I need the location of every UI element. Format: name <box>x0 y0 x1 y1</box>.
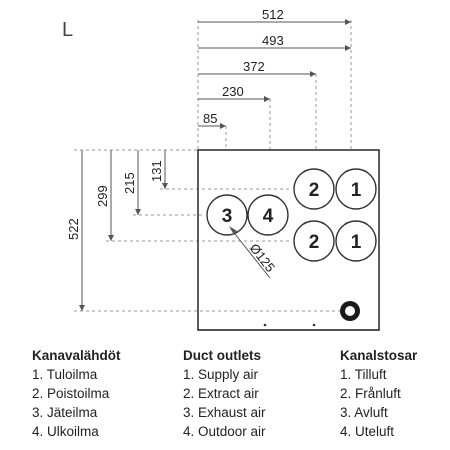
drain-inner <box>345 306 355 316</box>
outlet-label-1-bottom: 1 <box>351 232 362 253</box>
outlet-label-1-top: 1 <box>351 180 362 201</box>
legend-item: 3. Jäteilma <box>32 405 98 420</box>
legend-title: Kanavalähdöt <box>32 348 121 363</box>
outlet-label-4: 4 <box>263 206 274 227</box>
dim-215: 215 <box>122 172 137 194</box>
legend-item: 3. Exhaust air <box>183 405 266 420</box>
dim-131: 131 <box>149 160 164 182</box>
dim-372: 372 <box>243 59 265 74</box>
legend-title: Kanalstosar <box>340 348 418 363</box>
outlet-circle-1-top <box>335 168 377 210</box>
dim-299: 299 <box>95 185 110 207</box>
dim-85: 85 <box>203 111 217 126</box>
legend-item: 2. Poistoilma <box>32 386 110 401</box>
outlet-circle-2-bottom <box>293 220 335 262</box>
diameter-leader <box>229 226 271 279</box>
duct-outlet-circles <box>206 168 377 262</box>
legend-english: Duct outlets 1. Supply air 2. Extract ai… <box>183 346 266 441</box>
dim-493: 493 <box>262 33 284 48</box>
dim-522: 522 <box>66 218 81 240</box>
legend-item: 4. Outdoor air <box>183 424 266 439</box>
legend-item: 4. Ulkoilma <box>32 424 99 439</box>
legend-item: 3. Avluft <box>340 405 388 420</box>
base-mark-left <box>263 323 267 327</box>
diameter-label: Ø125 <box>247 241 278 275</box>
top-dimension-arrows <box>220 19 351 129</box>
outlet-circle-1-bottom <box>335 220 377 262</box>
legend-item: 1. Supply air <box>183 367 259 382</box>
left-dimension-lines <box>81 150 166 311</box>
outlet-label-2-top: 2 <box>309 180 320 201</box>
legend-item: 4. Uteluft <box>340 424 395 439</box>
dim-230: 230 <box>222 84 244 99</box>
legend-item: 2. Frånluft <box>340 386 401 401</box>
outlet-label-3: 3 <box>222 206 233 227</box>
legend-finnish: Kanavalähdöt 1. Tuloilma 2. Poistoilma 3… <box>32 346 121 441</box>
outlet-label-2-bottom: 2 <box>309 232 320 253</box>
legend-item: 1. Tilluft <box>340 367 387 382</box>
legend-title: Duct outlets <box>183 348 262 363</box>
outlet-circle-4 <box>247 194 289 236</box>
base-mark-right <box>312 323 316 327</box>
outlet-circle-3 <box>206 194 248 236</box>
outlet-circle-2-top <box>293 168 335 210</box>
dim-512: 512 <box>262 7 284 22</box>
top-dimension-lines <box>198 21 351 127</box>
legend-item: 2. Extract air <box>183 386 259 401</box>
legend-item: 1. Tuloilma <box>32 367 98 382</box>
legend-swedish: Kanalstosar 1. Tilluft 2. Frånluft 3. Av… <box>340 346 417 441</box>
variant-label: L <box>62 19 73 41</box>
left-dimension-arrows <box>79 183 168 311</box>
